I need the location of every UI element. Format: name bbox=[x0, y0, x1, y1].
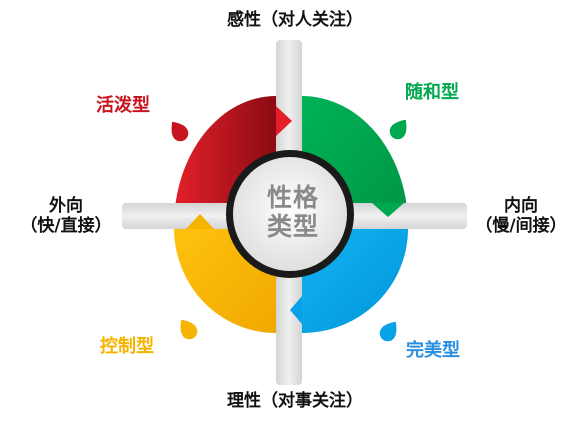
center-title: 性格 类型 bbox=[248, 183, 338, 242]
teardrop-green-icon bbox=[389, 119, 407, 140]
center-disc bbox=[233, 157, 347, 271]
axis-label-left-line2: （快/直接） bbox=[20, 215, 112, 236]
arrow-green-notch bbox=[372, 203, 404, 217]
quadrant-label-top-right: 随和型 bbox=[405, 82, 459, 103]
quadrant-label-bottom-right: 完美型 bbox=[406, 340, 460, 361]
axis-label-left-line1: 外向 bbox=[49, 196, 83, 216]
teardrop-yellow-icon bbox=[180, 319, 198, 340]
teardrop-red-icon bbox=[171, 121, 189, 142]
axis-label-left: 外向 （快/直接） bbox=[8, 196, 124, 236]
axis-label-right: 内向 （慢/间接） bbox=[462, 196, 580, 236]
quadrant-label-top-left: 活泼型 bbox=[96, 95, 150, 116]
axis-label-top: 感性（对人关注） bbox=[227, 10, 363, 30]
center-title-line2: 类型 bbox=[266, 211, 319, 241]
axis-label-bottom: 理性（对事关注） bbox=[227, 391, 363, 411]
center-title-line1: 性格 bbox=[266, 183, 319, 212]
teardrop-blue-icon bbox=[379, 321, 397, 342]
axis-label-right-line2: （慢/间接） bbox=[475, 215, 567, 236]
quadrant-label-bottom-left: 控制型 bbox=[100, 336, 154, 357]
arrow-blue-notch bbox=[290, 296, 302, 324]
arrow-yellow-notch bbox=[186, 214, 214, 229]
axis-label-right-line1: 内向 bbox=[504, 196, 538, 216]
arrow-red-notch bbox=[276, 106, 292, 136]
